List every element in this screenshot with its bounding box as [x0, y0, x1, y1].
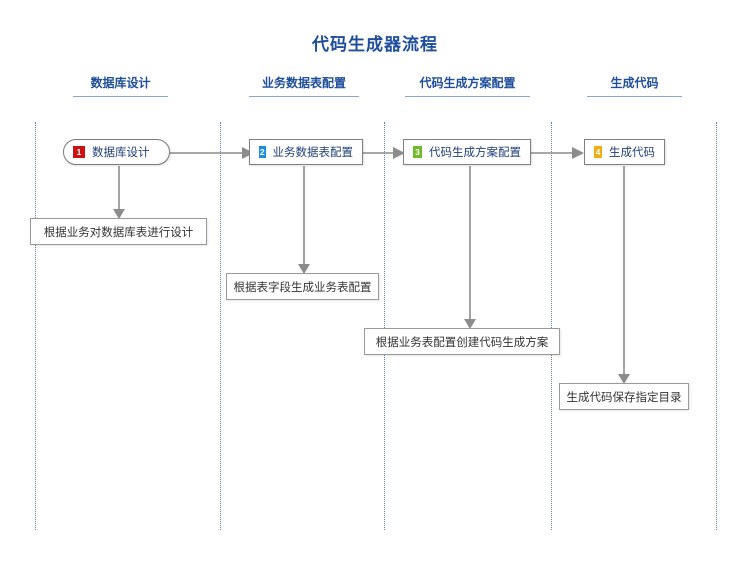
- lane-divider-2: [220, 122, 221, 530]
- description-box-3: 根据业务表配置创建代码生成方案: [364, 328, 560, 355]
- description-box-4: 生成代码保存指定目录: [559, 383, 689, 410]
- connector-step3-to-desc3: [464, 166, 476, 329]
- lane-divider-4: [551, 122, 552, 530]
- column-header-generate-code: 生成代码: [587, 74, 682, 97]
- connector-step1-to-desc1: [113, 166, 125, 219]
- step-2-number-badge: 2: [259, 146, 266, 158]
- connector-step4-to-desc4: [618, 166, 630, 384]
- lane-divider-3: [384, 122, 385, 530]
- lane-divider-5: [716, 122, 717, 530]
- column-header-business-table-config: 业务数据表配置: [249, 74, 359, 97]
- connector-step2-to-step3: [363, 147, 405, 159]
- step-4-number-badge: 4: [594, 146, 602, 158]
- step-3-label: 代码生成方案配置: [429, 147, 521, 159]
- description-box-2: 根据表字段生成业务表配置: [226, 273, 379, 300]
- node-step-4[interactable]: 4 生成代码: [584, 139, 665, 165]
- lane-divider-1: [35, 122, 36, 530]
- connector-step2-to-desc2: [298, 166, 310, 274]
- connector-step1-to-step2: [170, 147, 254, 159]
- node-step-2[interactable]: 2 业务数据表配置: [249, 139, 363, 165]
- node-step-1[interactable]: 1 数据库设计: [63, 139, 170, 165]
- step-4-label: 生成代码: [609, 147, 655, 159]
- step-2-label: 业务数据表配置: [272, 147, 354, 159]
- column-header-database-design: 数据库设计: [73, 74, 168, 97]
- step-1-label: 数据库设计: [92, 147, 150, 159]
- column-header-code-gen-plan-config: 代码生成方案配置: [405, 74, 530, 97]
- node-step-3[interactable]: 3 代码生成方案配置: [403, 139, 531, 165]
- page-title: 代码生成器流程: [312, 35, 438, 54]
- step-3-number-badge: 3: [413, 146, 422, 158]
- connector-step3-to-step4: [531, 147, 584, 159]
- step-1-number-badge: 1: [73, 146, 85, 158]
- description-box-1: 根据业务对数据库表进行设计: [30, 218, 207, 245]
